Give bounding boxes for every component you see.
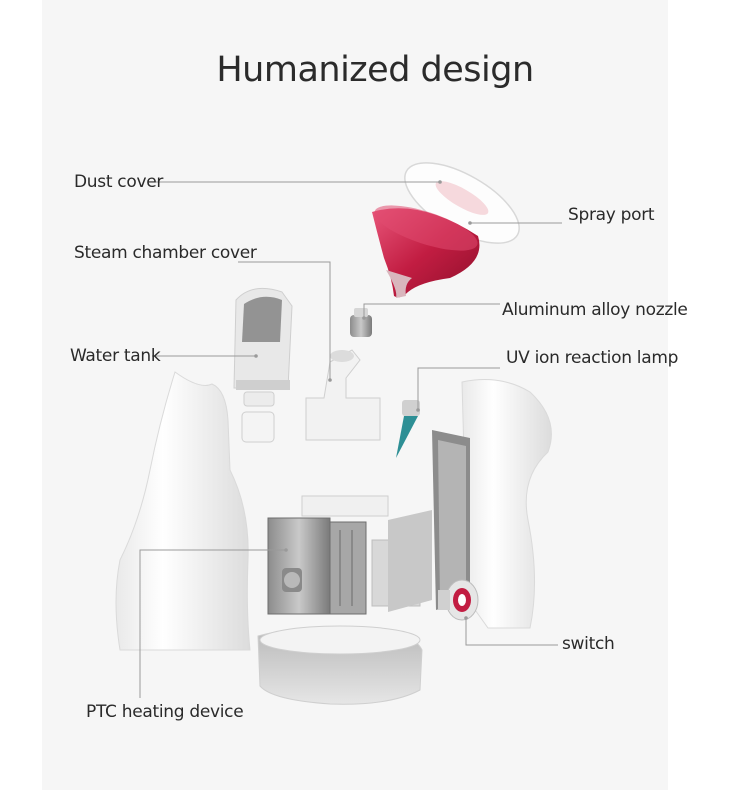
label-water-tank: Water tank [70, 346, 161, 366]
label-ptc-heating-device: PTC heating device [86, 702, 244, 722]
uv-lamp-part [396, 400, 420, 458]
spray-port-part [372, 205, 480, 298]
base-part [257, 625, 423, 705]
steam-chamber-cover-part [305, 349, 381, 441]
label-dust-cover: Dust cover [74, 172, 164, 192]
leader-uv-lamp [417, 367, 500, 410]
leader-steam-chamber-cover [238, 261, 331, 380]
leader-aluminum-nozzle [363, 303, 500, 318]
switch-part [438, 579, 479, 621]
page-title: Humanized design [216, 50, 534, 90]
left-body-shell [115, 371, 251, 651]
leader-switch [465, 618, 558, 646]
water-tank-part [233, 287, 293, 443]
leader-ptc-heater [139, 549, 286, 698]
aluminum-nozzle-part [350, 308, 372, 337]
label-steam-chamber-cover: Steam chamber cover [74, 243, 257, 263]
ptc-heater-part [267, 517, 367, 615]
label-uv-ion-reaction-lamp: UV ion reaction lamp [506, 348, 679, 368]
label-aluminum-alloy-nozzle: Aluminum alloy nozzle [502, 300, 688, 320]
leader-lines [139, 181, 562, 698]
internal-board-part [301, 495, 432, 612]
label-switch: switch [562, 634, 615, 654]
right-body-shell [432, 379, 552, 629]
label-spray-port: Spray port [568, 205, 655, 225]
leader-dots [254, 180, 472, 620]
